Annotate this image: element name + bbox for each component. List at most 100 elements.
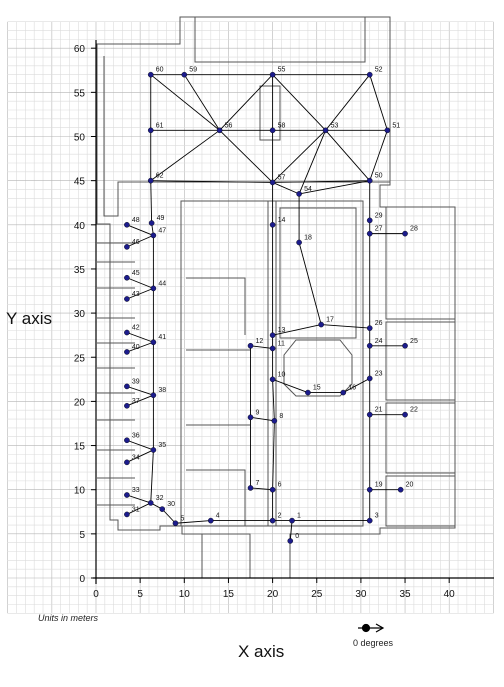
graph-node xyxy=(402,230,408,237)
graph-edges xyxy=(126,74,406,541)
node-label: 17 xyxy=(326,317,334,324)
room-east-2 xyxy=(385,321,456,401)
node-label: 24 xyxy=(375,338,383,345)
node-label: 46 xyxy=(132,239,140,246)
node-label: 4 xyxy=(216,513,220,520)
graph-node xyxy=(247,342,254,349)
node-label: 14 xyxy=(278,217,286,224)
node-label: 36 xyxy=(132,432,140,439)
node-label: 2 xyxy=(278,513,282,520)
node-label: 56 xyxy=(225,122,233,129)
y-tick-label: 0 xyxy=(79,574,85,585)
graph-node xyxy=(147,71,154,78)
graph-edge xyxy=(272,74,326,131)
x-tick-label: 30 xyxy=(355,589,367,600)
graph-edge xyxy=(126,439,154,451)
node-label: 16 xyxy=(348,385,356,392)
y-tick-label: 20 xyxy=(74,397,86,408)
node-label: 26 xyxy=(375,320,383,327)
graph-node xyxy=(366,517,373,524)
graph-node xyxy=(366,71,373,78)
x-tick-label: 0 xyxy=(93,589,99,600)
y-tick-label: 30 xyxy=(74,309,86,320)
graph-node xyxy=(124,221,130,228)
graph-node xyxy=(172,520,179,527)
graph-node xyxy=(322,127,329,134)
node-label: 9 xyxy=(256,409,260,416)
graph-node xyxy=(247,485,254,491)
graph-edge xyxy=(126,449,154,463)
graph-node xyxy=(366,411,373,418)
graph-node xyxy=(402,342,408,349)
graph-edge xyxy=(126,277,154,289)
node-label: 40 xyxy=(132,344,140,351)
graph-node xyxy=(181,71,188,78)
node-label: 12 xyxy=(256,338,264,345)
graph-node xyxy=(150,339,157,346)
node-label: 30 xyxy=(167,501,175,508)
graph-node xyxy=(269,127,276,134)
graph-node xyxy=(124,274,130,281)
node-label: 13 xyxy=(278,327,286,334)
central-corridor xyxy=(249,201,277,578)
graph-node xyxy=(269,332,276,338)
node-label: 20 xyxy=(406,482,414,489)
court-inner xyxy=(283,339,353,397)
graph-edge xyxy=(272,420,275,490)
y-tick-label: 50 xyxy=(74,133,86,144)
graph-node xyxy=(124,244,130,250)
graph-edge xyxy=(219,129,273,183)
graph-node xyxy=(124,459,130,466)
node-label: 61 xyxy=(156,122,164,129)
node-label: 15 xyxy=(313,385,321,392)
graph-edge xyxy=(250,487,273,491)
x-tick-label: 5 xyxy=(137,589,143,600)
y-tick-label: 25 xyxy=(74,353,86,364)
graph-edge xyxy=(150,180,153,224)
graph-node xyxy=(150,392,157,399)
graph-node xyxy=(269,376,276,383)
node-label: 25 xyxy=(410,338,418,345)
node-label: 11 xyxy=(278,340,285,347)
node-label: 51 xyxy=(392,122,400,129)
node-label: 44 xyxy=(158,280,166,287)
node-label: 38 xyxy=(158,387,166,394)
node-label: 57 xyxy=(278,174,286,181)
west-rooms xyxy=(97,242,135,506)
graph-node xyxy=(147,177,154,184)
graph-node xyxy=(269,345,276,352)
graph-nodes xyxy=(124,71,408,544)
x-tick-label: 15 xyxy=(223,589,235,600)
node-label: 19 xyxy=(375,482,383,489)
node-label: 22 xyxy=(410,407,418,414)
x-tick-label: 25 xyxy=(311,589,323,600)
graph-edge xyxy=(126,287,154,300)
graph-node xyxy=(397,486,404,493)
node-label: 5 xyxy=(180,515,184,522)
graph-node xyxy=(340,389,347,396)
node-label: 48 xyxy=(132,217,140,224)
node-label: 58 xyxy=(278,122,286,129)
graph-node xyxy=(124,296,130,302)
graph-edge xyxy=(126,494,151,504)
graph-node xyxy=(124,511,130,518)
graph-node xyxy=(247,414,254,421)
graph-edge xyxy=(126,224,154,236)
graph-edge xyxy=(150,180,273,183)
graph-node xyxy=(124,383,130,390)
graph-edge xyxy=(126,502,151,515)
graph-node xyxy=(271,418,278,424)
node-label: 28 xyxy=(410,226,418,233)
room-east-1 xyxy=(385,206,456,320)
graph-edge xyxy=(150,129,220,182)
node-label: 54 xyxy=(304,186,312,193)
graph-node xyxy=(124,403,130,409)
graph-edge xyxy=(175,520,211,524)
hall-outline xyxy=(180,200,364,527)
graph-node xyxy=(296,239,302,246)
graph-edge xyxy=(126,234,154,248)
node-label: 32 xyxy=(156,495,164,502)
